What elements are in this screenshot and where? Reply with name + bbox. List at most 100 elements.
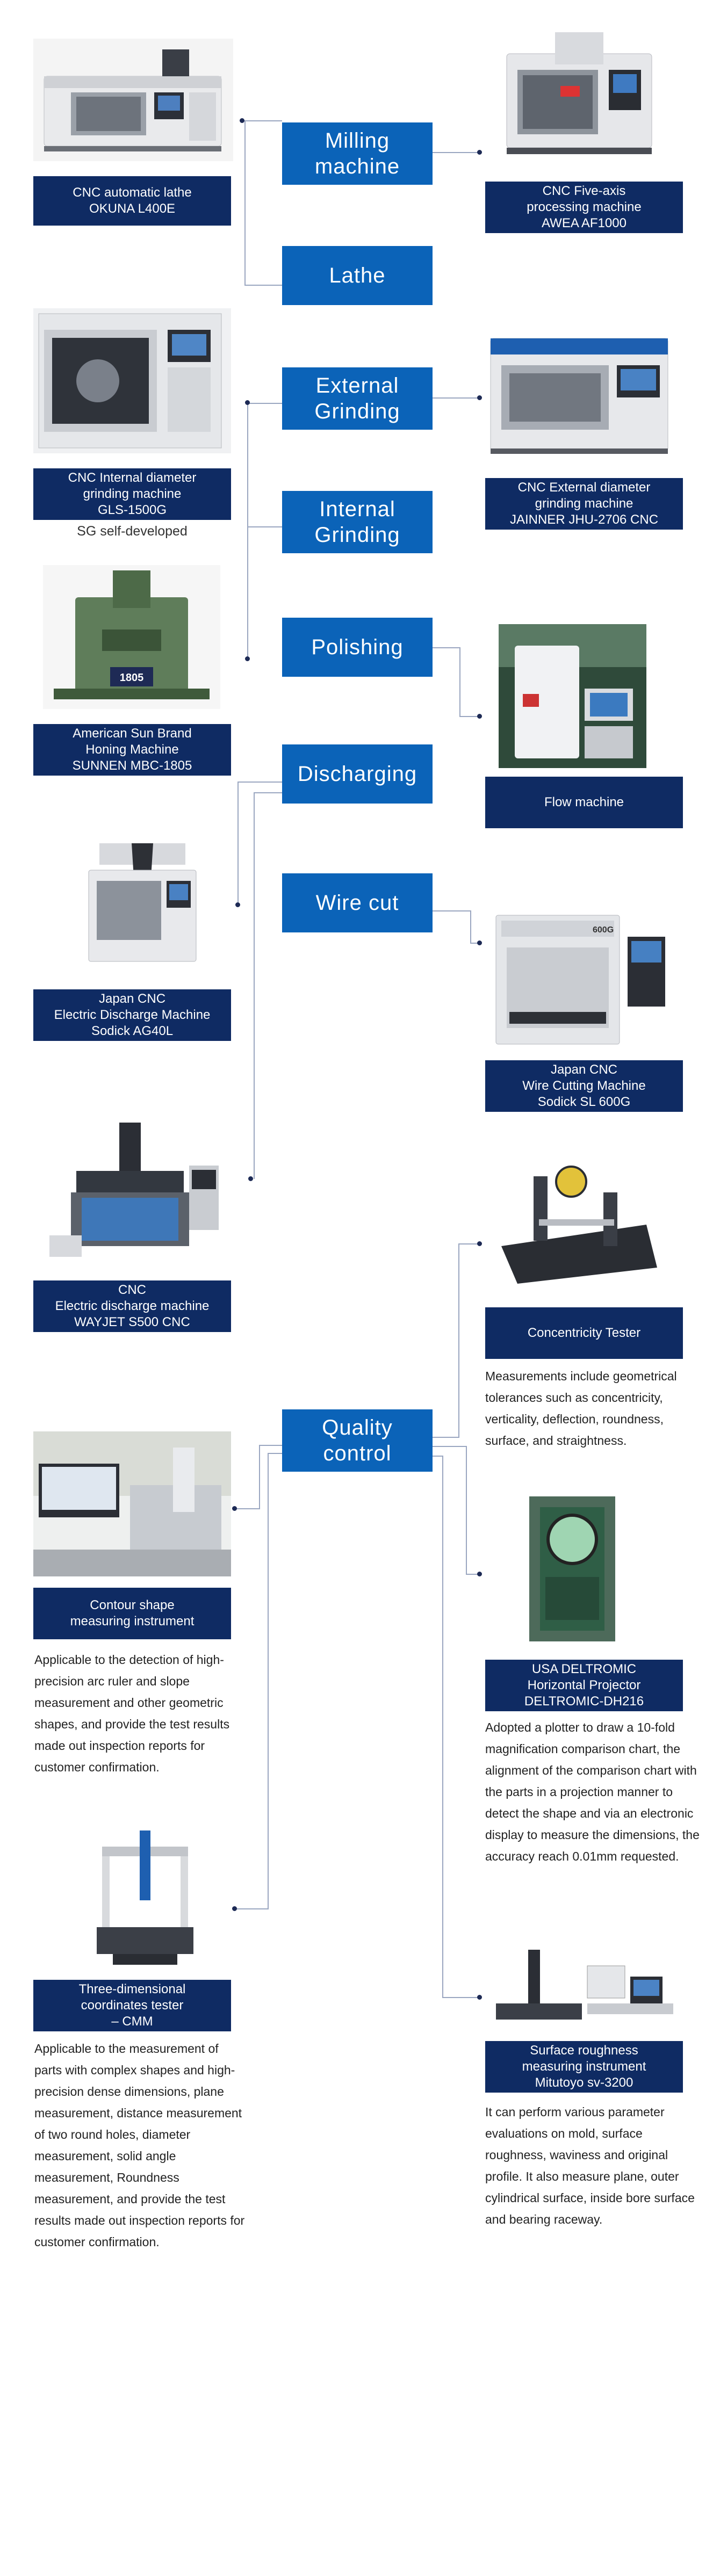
jainner-grinder-caption: CNC External diameter grinding machine J…: [485, 478, 683, 530]
cmm-desc: Applicable to the measurement of parts w…: [34, 2042, 245, 2249]
category-milling: Milling machine: [282, 122, 433, 185]
concentricity-tester-title: Concentricity Tester: [485, 1307, 683, 1359]
awea-milling-caption: CNC Five-axis processing machine AWEA AF…: [485, 182, 683, 233]
contour-instrument-title: Contour shape measuring instrument: [33, 1588, 231, 1639]
connector-line: [259, 1445, 260, 1509]
connector-line: [244, 120, 282, 121]
projector-desc: Adopted a plotter to draw a 10-fold magn…: [485, 1720, 700, 1863]
flow-machine-caption: Flow machine: [485, 777, 683, 828]
connector-line: [433, 1446, 466, 1447]
gls-note: SG self-developed: [77, 524, 188, 539]
category-quality-control: Quality control: [282, 1409, 433, 1472]
connector-dot: [477, 714, 482, 719]
connector-dot: [477, 150, 482, 155]
gls-grinder-photo: [33, 308, 231, 453]
connector-line: [247, 403, 282, 404]
connector-line: [244, 285, 282, 286]
connector-dot: [245, 656, 250, 661]
sodick-ag40l-caption: Japan CNC Electric Discharge Machine Sod…: [33, 989, 231, 1041]
connector-line: [237, 782, 239, 905]
connector-dot: [477, 1995, 482, 2000]
connector-dot: [240, 118, 244, 123]
category-internal-grinding: Internal Grinding: [282, 491, 433, 553]
connector-line: [442, 1456, 443, 1998]
cmm-title: Three-dimensional coordinates tester – C…: [33, 1980, 231, 2031]
contour-instrument-desc: Applicable to the detection of high-prec…: [34, 1653, 230, 1774]
connector-line: [268, 1453, 269, 1909]
category-lathe: Lathe: [282, 246, 433, 305]
wayjet-edm-caption: CNC Electric discharge machine WAYJET S5…: [33, 1280, 231, 1332]
connector-line: [236, 1908, 269, 1909]
category-polishing: Polishing: [282, 618, 433, 677]
okuna-lathe-caption: CNC automatic lathe OKUNA L400E: [33, 176, 231, 226]
gls-grinder-caption: CNC Internal diameter grinding machine G…: [33, 468, 231, 520]
connector-dot: [477, 940, 482, 945]
projector-photo: [529, 1496, 615, 1641]
category-label: Discharging: [297, 762, 417, 786]
connector-dot: [248, 1176, 253, 1181]
connector-line: [459, 716, 481, 717]
connector-line: [259, 1445, 282, 1446]
connector-line: [433, 1456, 443, 1457]
roughness-title: Surface roughness measuring instrument M…: [485, 2041, 683, 2093]
category-external-grinding: External Grinding: [282, 367, 433, 430]
category-wire-cut: Wire cut: [282, 873, 433, 932]
sunnen-honing-photo: 1805: [43, 565, 220, 709]
okuna-lathe-photo: [33, 39, 233, 161]
connector-line: [433, 910, 470, 911]
connector-line: [433, 152, 481, 153]
connector-dot: [477, 1572, 482, 1576]
concentricity-tester-photo: [485, 1160, 663, 1284]
awea-milling-photo: [485, 21, 683, 167]
category-label: Wire cut: [315, 891, 399, 915]
category-label: Polishing: [311, 635, 404, 659]
connector-line: [442, 1997, 481, 1998]
connector-dot: [232, 1506, 237, 1511]
connector-dot: [235, 902, 240, 907]
connector-line: [433, 397, 481, 399]
connector-dot: [232, 1906, 237, 1911]
sodick-sl600g-plate-text: 600G: [593, 925, 614, 935]
category-label: Lathe: [329, 264, 386, 287]
connector-line: [466, 1574, 481, 1575]
connector-line: [247, 526, 282, 527]
connector-line: [247, 403, 248, 661]
category-label: Milling machine: [314, 129, 400, 178]
sodick-sl600g-photo: 600G: [485, 905, 673, 1050]
category-label: External Grinding: [314, 374, 400, 423]
roughness-desc: It can perform various parameter evaluat…: [485, 2105, 695, 2226]
concentricity-tester-desc: Measurements include geometrical toleran…: [485, 1369, 677, 1448]
connector-line: [458, 1243, 481, 1244]
sunnen-honing-caption: American Sun Brand Honing Machine SUNNEN…: [33, 724, 231, 776]
jainner-grinder-photo: [485, 322, 673, 459]
connector-line: [470, 910, 471, 943]
connector-line: [470, 943, 481, 944]
roughness-photo: [485, 1944, 683, 2025]
connector-dot: [245, 400, 250, 405]
category-discharging: Discharging: [282, 744, 433, 804]
connector-line: [433, 1437, 459, 1438]
connector-dot: [477, 395, 482, 400]
flow-machine-photo: [499, 624, 646, 768]
connector-line: [237, 782, 282, 783]
sodick-sl600g-caption: Japan CNC Wire Cutting Machine Sodick SL…: [485, 1060, 683, 1112]
connector-line: [268, 1453, 282, 1454]
wayjet-edm-photo: [49, 1117, 227, 1262]
projector-title: USA DELTROMIC Horizontal Projector DELTR…: [485, 1660, 683, 1711]
cmm-photo: [86, 1825, 204, 1970]
connector-line: [433, 647, 459, 648]
contour-instrument-photo: [33, 1431, 231, 1576]
connector-line: [459, 647, 460, 717]
connector-line: [254, 792, 282, 793]
sunnen-plate-text: 1805: [120, 672, 144, 684]
category-label: Quality control: [322, 1416, 393, 1465]
category-label: Internal Grinding: [314, 497, 400, 547]
connector-line: [466, 1446, 467, 1575]
sodick-ag40l-photo: [78, 838, 207, 967]
connector-line: [236, 1508, 260, 1509]
connector-dot: [477, 1241, 482, 1246]
connector-line: [244, 120, 246, 286]
connector-line: [254, 792, 255, 1179]
connector-line: [458, 1243, 459, 1437]
